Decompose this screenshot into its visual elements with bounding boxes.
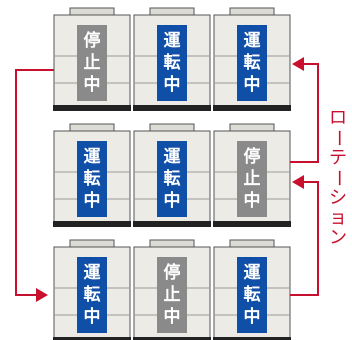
status-char: 中 — [244, 74, 261, 95]
outdoor-unit-r3-c1: 運転中 — [53, 239, 131, 340]
status-char: 運 — [244, 31, 261, 51]
unit-base — [213, 221, 291, 227]
status-char: 運 — [164, 147, 181, 167]
status-panel-running — [77, 141, 107, 217]
unit-base — [53, 105, 131, 111]
outdoor-unit-r1-c1: 停止中 — [53, 7, 131, 111]
unit-base — [213, 105, 291, 111]
status-panel-running — [237, 257, 267, 333]
fan-cover — [149, 7, 195, 16]
status-char: 転 — [84, 284, 101, 305]
status-char: 中 — [244, 190, 261, 211]
unit-base — [133, 221, 211, 227]
fan-cover — [229, 7, 275, 16]
rotation-arrows — [15, 57, 319, 302]
status-char: 運 — [164, 31, 181, 51]
status-char: 止 — [244, 168, 261, 189]
outdoor-unit-r3-c3: 運転中 — [213, 239, 291, 340]
fan-cover — [69, 239, 115, 248]
status-char: 中 — [244, 306, 261, 327]
status-char: 転 — [244, 284, 261, 305]
rotation-arrow-lower-path — [290, 181, 319, 296]
unit-base — [53, 221, 131, 227]
unit-base — [133, 105, 211, 111]
status-char: 中 — [84, 306, 101, 327]
status-char: 運 — [84, 263, 101, 283]
rotation-label-char: シ — [329, 188, 347, 209]
outdoor-unit-r1-c3: 運転中 — [213, 7, 291, 111]
status-char: 運 — [244, 263, 261, 283]
status-panel-running — [157, 25, 187, 101]
status-panel-running — [77, 257, 107, 333]
unit-base — [213, 337, 291, 340]
fan-cover — [229, 123, 275, 132]
fan-cover — [69, 7, 115, 16]
arrow-left-icon — [292, 57, 304, 71]
rotation-arrow-upper-path — [290, 63, 319, 163]
status-panel-running — [237, 25, 267, 101]
outdoor-unit-r1-c2: 運転中 — [133, 7, 211, 111]
outdoor-unit-r2-c1: 運転中 — [53, 123, 131, 227]
status-char: 止 — [84, 52, 101, 73]
status-panel-running — [157, 141, 187, 217]
status-char: 中 — [84, 74, 101, 95]
status-char: 止 — [164, 284, 181, 305]
unit-base — [133, 337, 211, 340]
fan-cover — [149, 123, 195, 132]
rotation-label-char: ー — [328, 129, 349, 147]
outdoor-unit-r3-c2: 停止中 — [133, 239, 211, 340]
arrow-right-icon — [36, 288, 48, 302]
status-char: 転 — [164, 52, 181, 73]
fan-cover — [229, 239, 275, 248]
status-char: 停 — [84, 30, 101, 51]
status-char: 転 — [84, 168, 101, 189]
rotation-label-char: ロ — [329, 108, 347, 129]
status-char: 転 — [164, 168, 181, 189]
status-char: 運 — [84, 147, 101, 167]
rotation-label-char: ョ — [329, 208, 347, 229]
rotation-label-char: テ — [329, 148, 347, 169]
status-panel-stopped — [77, 25, 107, 101]
arrow-left-icon — [292, 175, 304, 189]
rotation-label-char: ー — [328, 169, 349, 187]
outdoor-unit-r2-c3: 停止中 — [213, 123, 291, 227]
status-char: 中 — [84, 190, 101, 211]
status-char: 中 — [164, 306, 181, 327]
status-char: 停 — [164, 262, 181, 283]
status-panel-stopped — [157, 257, 187, 333]
status-panel-stopped — [237, 141, 267, 217]
fan-cover — [69, 123, 115, 132]
fan-cover — [149, 239, 195, 248]
rotation-arrow-left-path — [15, 69, 54, 296]
status-char: 停 — [244, 146, 261, 167]
status-char: 中 — [164, 190, 181, 211]
label-background — [327, 106, 349, 250]
rotation-label-char: ン — [329, 228, 347, 249]
status-char: 中 — [164, 74, 181, 95]
outdoor-unit-r2-c2: 運転中 — [133, 123, 211, 227]
unit-base — [53, 337, 131, 340]
status-char: 転 — [244, 52, 261, 73]
